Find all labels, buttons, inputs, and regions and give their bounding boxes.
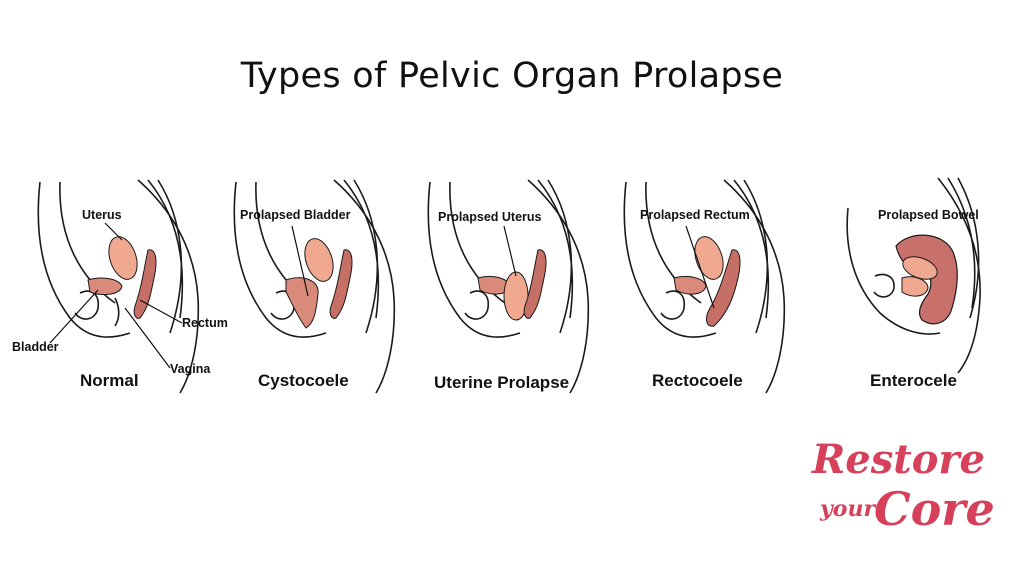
- label-uterus: Uterus: [82, 208, 122, 222]
- diagram-enterocele: Prolapsed Bowel Enterocele: [830, 168, 1020, 408]
- page-title: Types of Pelvic Organ Prolapse: [240, 56, 784, 96]
- uterus-shape: [304, 238, 334, 282]
- caption-normal: Normal: [80, 371, 139, 390]
- diagram-cystocoele: Prolapsed Bladder Cystocoele: [228, 168, 418, 408]
- rectum-shape: [523, 249, 547, 319]
- diagram-uterine-prolapse: Prolapsed Uterus Uterine Prolapse: [422, 168, 612, 408]
- diagram-rectocoele: Prolapsed Rectum Rectocoele: [618, 168, 808, 408]
- pelvis-illustration-enterocele: [846, 177, 981, 374]
- label-prolapsed-rectum: Prolapsed Rectum: [640, 208, 750, 222]
- logo-line-core: Core: [874, 482, 995, 536]
- label-prolapsed-uterus: Prolapsed Uterus: [438, 210, 542, 224]
- uterus-shape: [108, 236, 138, 280]
- caption-rectocoele: Rectocoele: [652, 371, 743, 390]
- pelvis-illustration-cystocoele: [233, 179, 396, 394]
- caption-cystocoele: Cystocoele: [258, 371, 349, 390]
- pelvis-illustration-uterine-prolapse: [427, 179, 590, 394]
- label-prolapsed-bladder: Prolapsed Bladder: [240, 208, 351, 222]
- uterus-shape: [694, 236, 724, 280]
- logo-line-your: your: [820, 496, 876, 522]
- rectum-shape: [329, 249, 353, 319]
- bladder-shape: [673, 275, 707, 295]
- logo-line-restore: Restore: [812, 436, 985, 483]
- restore-your-core-logo: Restore your Core: [812, 436, 995, 556]
- pelvis-illustration-rectocoele: [623, 179, 786, 394]
- label-prolapsed-bowel: Prolapsed Bowel: [878, 208, 979, 222]
- prolapsed-bladder-shape: [285, 277, 319, 329]
- caption-uterine-prolapse: Uterine Prolapse: [434, 373, 570, 392]
- rectum-shape: [133, 249, 157, 319]
- bladder-shape: [87, 277, 123, 295]
- label-bladder: Bladder: [12, 340, 59, 354]
- pelvis-illustration-normal: [37, 179, 200, 394]
- diagram-normal: Uterus Bladder Rectum Vagina Normal: [12, 168, 228, 408]
- label-vagina: Vagina: [170, 362, 211, 376]
- caption-enterocele: Enterocele: [870, 371, 957, 390]
- label-rectum: Rectum: [182, 316, 228, 330]
- prolapsed-rectum-shape: [706, 249, 741, 327]
- bladder-shape: [901, 276, 929, 297]
